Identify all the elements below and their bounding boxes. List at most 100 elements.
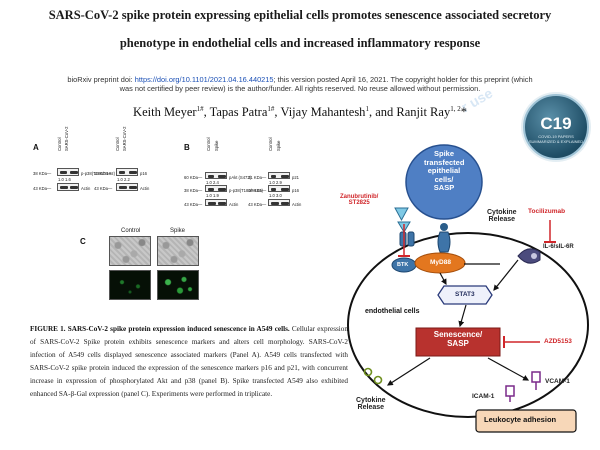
badge-main-text: C19 — [540, 114, 572, 133]
senescence-box — [415, 327, 501, 357]
cytokine-release-top-line-2: Release — [488, 216, 516, 223]
zanubrutinib-line-2: ST2825 — [348, 200, 370, 206]
panel-b-label: B — [184, 143, 190, 152]
spike-cells-line-1: Spike — [433, 149, 454, 158]
leukocyte-adhesion-box — [475, 409, 577, 433]
panel-a-lane-sars: SARS-CoV-2 — [64, 126, 69, 151]
panel-c-col-control: Control — [121, 228, 141, 234]
stat3-to-senescence-arrow — [458, 304, 467, 328]
panel-a2-lane-sars: SARS-CoV-2 — [122, 126, 127, 151]
badge-sub-text-2: SUMMARIZED & EXPLAINED — [528, 139, 584, 144]
panel-b-lane-control: Control — [206, 137, 211, 152]
panel-a-label: A — [33, 143, 39, 152]
author-1-affiliation: 1# — [196, 105, 204, 113]
preprint-line-2: was not certified by peer review) is the… — [119, 84, 481, 93]
icam-molecule — [505, 385, 515, 397]
senescence-to-cytokine-arrow — [386, 357, 431, 386]
panel-c-label: C — [80, 237, 86, 246]
cytokine-release-bottom-line-1: Cytokine — [356, 397, 386, 404]
endothelial-cells-label: endothelial cells — [365, 308, 420, 315]
micrograph-spike-fluorescence — [157, 270, 199, 300]
il6-to-stat3-arrow — [493, 259, 519, 291]
corresponding-star: * — [460, 105, 467, 120]
panel-b-blot-p21 — [268, 172, 290, 179]
panel-b-mw-5: 16 KDa— — [248, 188, 267, 193]
il6-receptor — [517, 248, 541, 264]
panel-b-label-actin-2: Actin — [292, 202, 302, 207]
panel-b-label-p16: p16 — [292, 188, 299, 193]
panel-b-label-actin: Actin — [229, 202, 239, 207]
author-and: , and — [368, 105, 397, 120]
preprint-notice: bioRxiv preprint doi: https://doi.org/10… — [60, 75, 540, 93]
panel-a2-lane-control: Control — [115, 137, 120, 152]
paper-title-line-2: phenotype in endothelial cells and incre… — [119, 36, 481, 50]
cytokine-release-top-label: Cytokine Release — [487, 209, 517, 223]
tocilizumab-label: Tocilizumab — [528, 208, 566, 215]
panel-a-label-actin-2: Actin — [140, 186, 150, 191]
figure-caption: FIGURE 1. SARS-CoV-2 spike protein expre… — [30, 323, 348, 401]
myd88-to-stat3-arrow — [439, 272, 447, 286]
panel-b-label-pp38: p-p38(T180/Y182) — [229, 188, 263, 193]
spike-cell-shape — [405, 144, 483, 220]
preprint-suffix: ; this version posted April 16, 2021. Th… — [273, 75, 533, 84]
panel-b-values-4: 1.0 3.0 — [269, 193, 282, 198]
receptor-triangle-1 — [394, 207, 409, 222]
vcam-molecule — [531, 371, 541, 383]
panel-a-mw-1: 38 KDa— — [33, 171, 52, 176]
vcam-label: VCAM-1 — [545, 378, 570, 385]
panel-b-mw-6: 43 KDa— — [248, 202, 267, 207]
panel-b2-lane-spike: Spike — [276, 140, 281, 151]
author-separator: , — [203, 105, 210, 120]
receptor-stalk-1 — [399, 231, 407, 247]
author-list: Keith Meyer1#, Tapas Patra1#, Vijay Maha… — [90, 105, 510, 120]
panel-a-values-1: 1.0 1.6 — [58, 177, 71, 182]
author-separator: , — [274, 105, 281, 120]
panel-a-blot-p16 — [116, 168, 138, 176]
author-1: Keith Meyer — [133, 105, 197, 120]
panel-b-mw-1: 60 KDa— — [184, 175, 203, 180]
icam-label: ICAM-1 — [472, 393, 495, 400]
doi-link[interactable]: https://doi.org/10.1101/2021.04.16.44021… — [134, 75, 274, 84]
panel-b-values-2: 1.0 1.9 — [206, 193, 219, 198]
il6-label: IL-6/sIL-6R — [543, 244, 574, 250]
spike-cells-line-3: epithelial — [427, 166, 461, 176]
zanubrutinib-line-1: Zanubrutinib/ — [340, 194, 379, 200]
author-3: Vijay Mahantesh — [280, 105, 366, 120]
stat3-label: STAT3 — [455, 291, 475, 298]
senescence-line-2: SASP — [447, 339, 469, 348]
author-2-affiliation: 1# — [267, 105, 275, 113]
author-4-affiliation: 1, 2 — [450, 105, 461, 113]
panel-b-label-pakt: pAkt (S473) — [229, 175, 252, 180]
panel-a-lane-control: Control — [57, 137, 62, 152]
spike-cells-line-4: cells/ — [434, 174, 454, 184]
panel-a-blot-actin-2 — [116, 183, 138, 191]
panel-a-label-p16: p16 — [140, 171, 147, 176]
senescence-label: Senescence/ SASP — [418, 330, 498, 348]
cytokine-release-bottom-line-2: Release — [357, 404, 385, 411]
spike-cells-line-5: SASP — [433, 183, 455, 193]
endothelial-cell-membrane — [347, 232, 589, 418]
receptor-stalk-2 — [407, 231, 415, 247]
panel-b-label-p21: p21 — [292, 175, 299, 180]
panel-b-blot-actin-2 — [268, 199, 290, 206]
figure-caption-body: Cellular expression of SARS-CoV-2 Spike … — [30, 325, 348, 398]
spike-cells-label: Spike transfected epithelial cells/ SASP — [424, 149, 465, 193]
panel-b-mw-4: 21 KDa— — [248, 175, 267, 180]
secreted-cytokine-1 — [363, 367, 373, 377]
secreted-cytokine-2 — [373, 375, 383, 385]
panel-b-mw-2: 38 KDa— — [184, 188, 203, 193]
cytokine-dot — [440, 223, 448, 231]
c19-badge-logo: C19 COVID-19 PAPERS SUMMARIZED & EXPLAIN… — [523, 94, 589, 160]
panel-a-mw-4: 43 KDa— — [94, 186, 113, 191]
micrograph-control-fluorescence — [109, 270, 151, 300]
leukocyte-adhesion-label: Leukocyte adhesion — [484, 415, 557, 424]
panel-b-blot-pakt — [205, 172, 227, 179]
panel-b-lane-spike: Spike — [214, 140, 219, 151]
panel-b-mw-3: 43 KDa— — [184, 202, 203, 207]
micrograph-control-brightfield — [109, 236, 151, 266]
spike-cells-line-2: transfected — [424, 157, 465, 167]
panel-b-blot-pp38 — [205, 185, 227, 192]
preprint-prefix: bioRxiv preprint doi: — [67, 75, 135, 84]
stat3-shape — [437, 285, 493, 305]
badge-sub-text-1: COVID-19 PAPERS — [538, 134, 574, 139]
